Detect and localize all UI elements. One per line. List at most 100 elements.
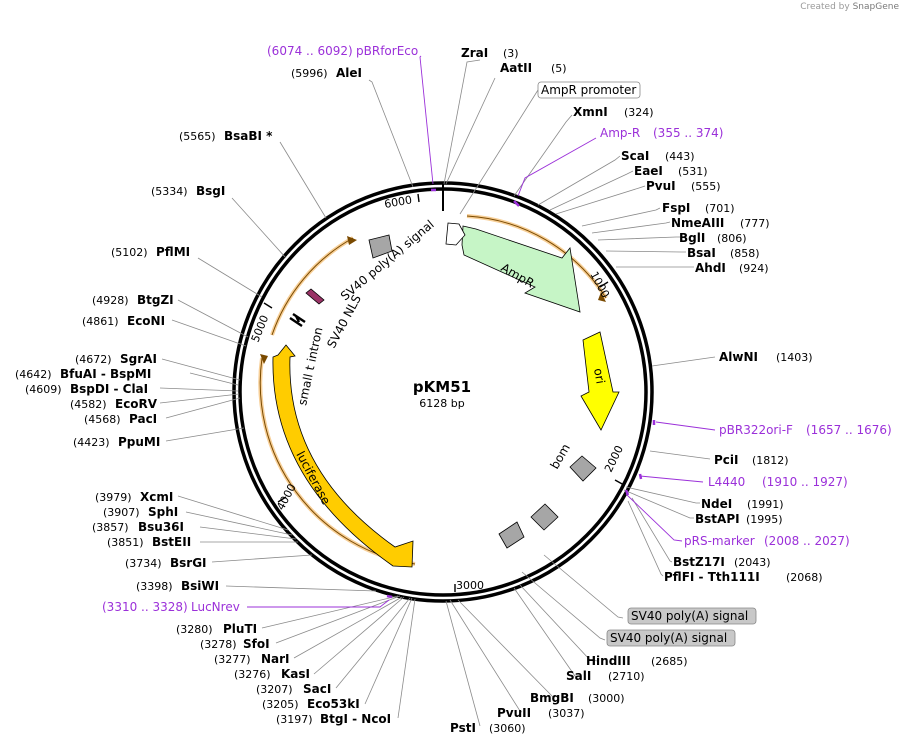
tick-3000: 3000 [456, 579, 484, 592]
enzyme-eaei-pos: (531) [678, 165, 708, 178]
tick-6000: 6000 [383, 193, 413, 211]
enzyme-xcmi: XcmI [140, 490, 173, 504]
enzyme-bsu36i: Bsu36I [138, 520, 184, 534]
enzyme-xcmi-pos: (3979) [95, 491, 132, 504]
enzyme-bstz17i: BstZ17I [673, 555, 725, 569]
enzyme-bspdi-clai: BspDI - ClaI [70, 382, 148, 396]
enzyme-pflfi-tth111i: PflFI - Tth111I [664, 570, 760, 584]
enzyme-bsu36i-pos: (3857) [92, 521, 129, 534]
enzyme-bsabi-pos: (5565) [179, 130, 216, 143]
enzyme-saci: SacI [303, 682, 331, 696]
enzyme-btgzi-pos: (4928) [92, 294, 129, 307]
enzyme-bstapi: BstAPI [695, 512, 740, 526]
tick-5000: 5000 [249, 313, 272, 344]
credit-brand: SnapGene [852, 2, 899, 12]
enzyme-pluti-pos: (3280) [176, 623, 213, 636]
enzyme-scai: ScaI [621, 149, 649, 163]
enzyme-labels: ZraI (3) AatII (5) XmnI (324) ScaI (443)… [15, 46, 823, 735]
enzyme-bmgbi-pos: (3000) [588, 692, 625, 705]
enzyme-pflmi-pos: (5102) [111, 246, 148, 259]
plasmid-length: 6128 bp [419, 397, 464, 410]
enzyme-xmni-pos: (324) [624, 106, 654, 119]
enzyme-pflfi-tth111i-pos: (2068) [786, 571, 823, 584]
primer-prs-marker: pRS-marker [684, 534, 755, 548]
enzyme-bmgbi: BmgBI [530, 691, 574, 705]
boxed-label-sv40pa-1: SV40 poly(A) signal [631, 609, 748, 623]
enzyme-pvui: PvuI [646, 179, 676, 193]
enzyme-sali-pos: (2710) [608, 670, 645, 683]
tick-marks [263, 193, 625, 592]
enzyme-btgzi: BtgZI [137, 293, 174, 307]
enzyme-pluti: PluTI [223, 622, 257, 636]
enzyme-sali: SalI [566, 669, 591, 683]
enzyme-fspi-pos: (701) [705, 202, 735, 215]
primer-l4440: L4440 [708, 475, 745, 489]
enzyme-bstapi-pos: (1995) [746, 513, 783, 526]
tick-4000: 4000 [274, 482, 299, 513]
enzyme-xmni: XmnI [573, 105, 608, 119]
enzyme-ahdi-pos: (924) [739, 262, 769, 275]
feature-label-ori: ori [591, 367, 607, 385]
primer-lucnrev: LucNrev [191, 600, 240, 614]
primer-labels: (6074 .. 6092) pBRforEco Amp-R (355 .. 3… [102, 44, 892, 614]
feature-sv40pa-1 [530, 503, 559, 531]
enzyme-ahdi: AhdI [695, 261, 726, 275]
primer-leaders [247, 55, 716, 608]
feature-sv40-nls [305, 288, 325, 305]
feature-label-sv40-pa: SV40 poly(A) signal [338, 217, 437, 303]
enzyme-nari-pos: (3277) [214, 653, 251, 666]
enzyme-pvui-pos: (555) [691, 180, 721, 193]
primer-amp-r-range: (355 .. 374) [653, 126, 723, 140]
enzyme-eaei: EaeI [634, 164, 663, 178]
feature-ori [580, 331, 620, 431]
primer-lucnrev-range: (3310 .. 3328) [102, 600, 188, 614]
enzyme-pcii: PciI [714, 453, 739, 467]
primer-l4440-range: (1910 .. 1927) [762, 475, 848, 489]
primer-prs-marker-range: (2008 .. 2027) [764, 534, 850, 548]
enzyme-alei: AleI [336, 66, 362, 80]
feature-sv40pa-2 [498, 521, 525, 549]
enzyme-psti: PstI [450, 721, 476, 735]
tick-2000: 2000 [602, 443, 626, 474]
enzyme-bsgi: BsgI [196, 184, 225, 198]
enzyme-bstz17i-pos: (2043) [734, 556, 771, 569]
orf-arc-amp-line [466, 215, 607, 299]
enzyme-saci-pos: (3207) [256, 683, 293, 696]
feature-small-t-intron [289, 313, 306, 327]
orf-arrow-luc [260, 354, 268, 364]
enzyme-ndei: NdeI [701, 497, 732, 511]
plasmid-name: pKM51 [413, 378, 471, 396]
feature-ampr [461, 225, 581, 313]
primer-pbr322ori-f-range: (1657 .. 1676) [806, 423, 892, 437]
enzyme-bsabi: BsaBI * [224, 129, 273, 143]
enzyme-ppumi: PpuMI [118, 435, 160, 449]
enzyme-bsgi-pos: (5334) [151, 185, 188, 198]
boxed-label-sv40pa-2: SV40 poly(A) signal [610, 631, 727, 645]
feature-sv40pa-3 [368, 234, 393, 259]
enzyme-kasi: KasI [281, 667, 310, 681]
enzyme-bsrgi-pos: (3734) [125, 557, 162, 570]
enzyme-sgrai-pos: (4672) [75, 353, 112, 366]
feature-bom [569, 455, 597, 482]
enzyme-zrai: ZraI [461, 46, 488, 60]
enzyme-sfoi-pos: (3278) [200, 638, 237, 651]
enzyme-psti-pos: (3060) [489, 722, 526, 735]
enzyme-btgi-ncoi: BtgI - NcoI [320, 712, 391, 726]
enzyme-econi-pos: (4861) [82, 315, 119, 328]
enzyme-pcii-pos: (1812) [752, 454, 789, 467]
primer-marks [386, 188, 656, 599]
enzyme-paci-pos: (4568) [84, 413, 121, 426]
enzyme-sphi-pos: (3907) [103, 506, 140, 519]
enzyme-kasi-pos: (3276) [234, 668, 271, 681]
boxed-label-ampr-promoter: AmpR promoter [541, 83, 636, 97]
feature-label-bom: bom [547, 441, 572, 471]
enzyme-pflmi: PflMI [156, 245, 190, 259]
enzyme-ecorv: EcoRV [115, 397, 158, 411]
snapgene-credit: Created by SnapGene [800, 2, 899, 12]
enzyme-ecorv-pos: (4582) [70, 398, 107, 411]
enzyme-fspi: FspI [662, 201, 690, 215]
enzyme-btgi-ncoi-pos: (3197) [276, 713, 313, 726]
enzyme-pvuii: PvuII [497, 706, 531, 720]
enzyme-nari: NarI [261, 652, 290, 666]
